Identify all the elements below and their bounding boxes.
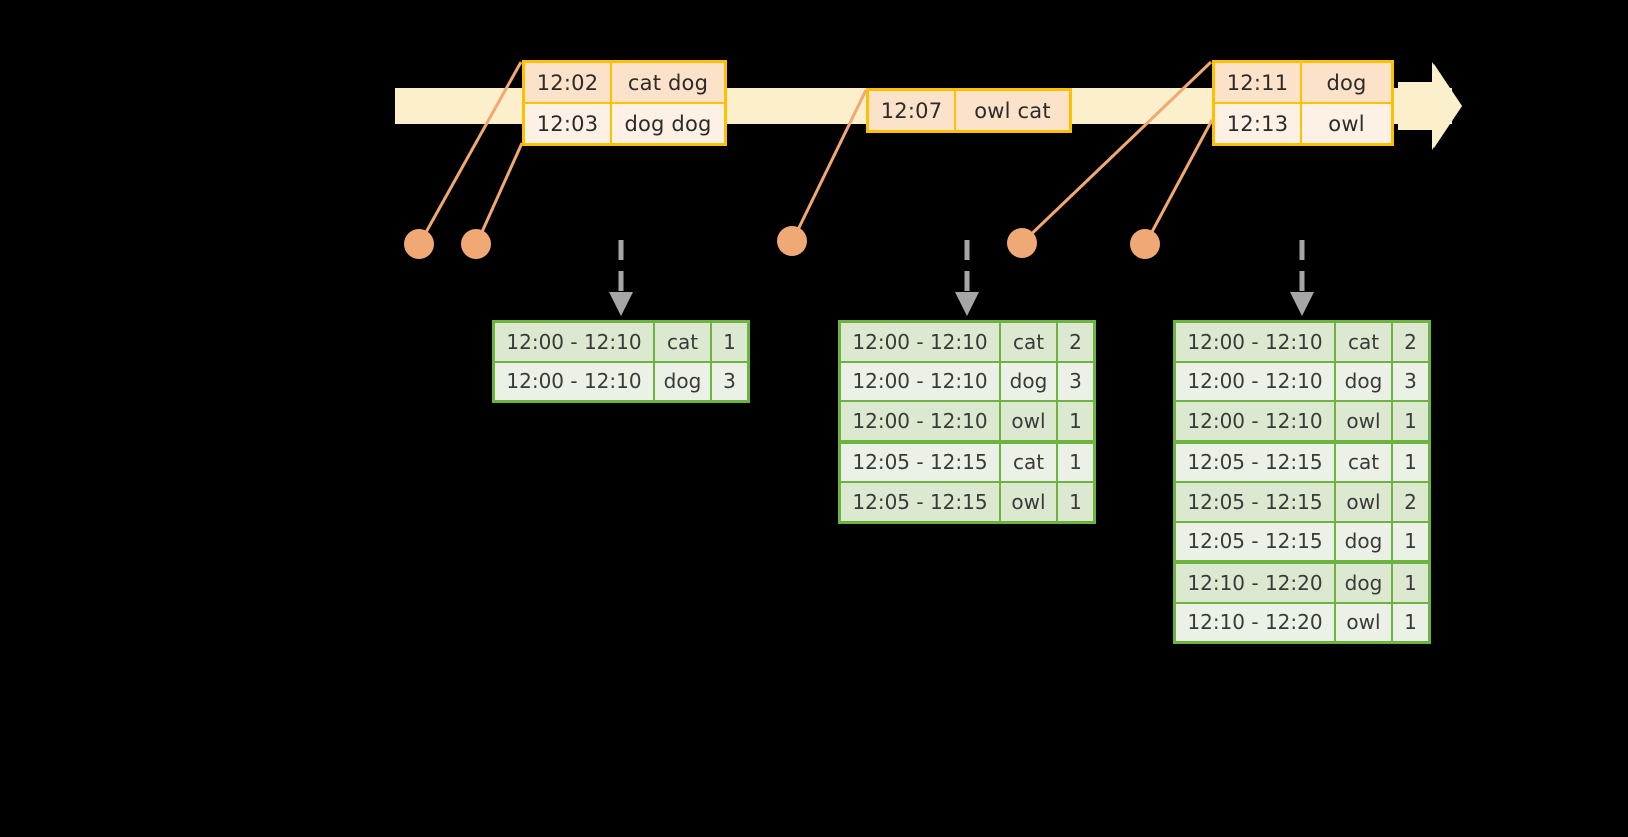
cell-count: 1 (710, 323, 747, 361)
cell-word: dog (1334, 362, 1391, 400)
cell-window: 12:00 - 12:10 (841, 323, 999, 361)
connector-line-1 (418, 61, 523, 244)
processing-marker-dot-5 (1130, 229, 1160, 259)
cell-window: 12:05 - 12:15 (1176, 443, 1334, 481)
event-row[interactable]: 12:07 owl cat (869, 91, 1069, 130)
event-time: 12:07 (869, 91, 954, 130)
event-words: dog (1300, 63, 1391, 102)
timeline-arrow-head (1398, 64, 1462, 148)
timeline-arrow-shape (1398, 62, 1462, 150)
event-row[interactable]: 12:03 dog dog (525, 102, 724, 143)
processing-marker-dot-3 (777, 226, 807, 256)
cell-word: cat (999, 443, 1056, 481)
cell-window: 12:00 - 12:10 (495, 323, 653, 361)
event-time: 12:11 (1215, 63, 1300, 102)
cell-word: dog (653, 362, 710, 400)
cell-window: 12:00 - 12:10 (495, 362, 653, 400)
cell-count: 1 (1391, 522, 1428, 560)
cell-count: 2 (1391, 483, 1428, 521)
event-box-2[interactable]: 12:07 owl cat (866, 88, 1072, 133)
event-words: dog dog (610, 104, 724, 143)
cell-window: 12:00 - 12:10 (841, 362, 999, 400)
cell-window: 12:05 - 12:15 (1176, 522, 1334, 560)
cell-window: 12:10 - 12:20 (1176, 603, 1334, 641)
cell-word: cat (653, 323, 710, 361)
cell-count: 1 (1056, 402, 1093, 440)
cell-count: 1 (1391, 402, 1428, 440)
event-time: 12:02 (525, 63, 610, 102)
connector-line-5 (1144, 119, 1214, 244)
event-box-1[interactable]: 12:02 cat dog 12:03 dog dog (522, 60, 727, 146)
processing-marker-dot-1 (404, 229, 434, 259)
event-row[interactable]: 12:13 owl (1215, 102, 1391, 143)
cell-word: cat (1334, 443, 1391, 481)
event-box-3[interactable]: 12:11 dog 12:13 owl (1212, 60, 1394, 146)
dashed-arrow-3 (1290, 240, 1314, 316)
cell-word: owl (1334, 402, 1391, 440)
cell-count: 1 (1391, 443, 1428, 481)
cell-count: 1 (1056, 443, 1093, 481)
cell-word: dog (1334, 522, 1391, 560)
cell-window: 12:00 - 12:10 (1176, 323, 1334, 361)
cell-word: owl (1334, 483, 1391, 521)
cell-window: 12:05 - 12:15 (1176, 483, 1334, 521)
cell-word: owl (1334, 603, 1391, 641)
cell-window: 12:05 - 12:15 (841, 443, 999, 481)
dashed-arrow-2 (955, 240, 979, 316)
cell-count: 3 (1056, 362, 1093, 400)
cell-count: 1 (1391, 564, 1428, 602)
cell-window: 12:00 - 12:10 (841, 402, 999, 440)
cell-word: owl (999, 402, 1056, 440)
cell-count: 1 (1056, 483, 1093, 521)
cell-count: 2 (1391, 323, 1428, 361)
processing-marker-dot-2 (461, 229, 491, 259)
event-words: owl cat (954, 91, 1069, 130)
event-row[interactable]: 12:02 cat dog (525, 63, 724, 102)
connector-line-2 (475, 142, 524, 244)
cell-window: 12:00 - 12:10 (1176, 362, 1334, 400)
connector-line-3 (791, 89, 868, 241)
cell-word: cat (999, 323, 1056, 361)
event-time: 12:03 (525, 104, 610, 143)
cell-count: 3 (1391, 362, 1428, 400)
cell-word: dog (1334, 564, 1391, 602)
cell-word: cat (1334, 323, 1391, 361)
event-words: cat dog (610, 63, 724, 102)
cell-count: 3 (710, 362, 747, 400)
cell-window: 12:10 - 12:20 (1176, 564, 1334, 602)
cell-word: dog (999, 362, 1056, 400)
dashed-arrow-1 (609, 240, 633, 316)
event-time: 12:13 (1215, 104, 1300, 143)
cell-count: 2 (1056, 323, 1093, 361)
cell-count: 1 (1391, 603, 1428, 641)
cell-word: owl (999, 483, 1056, 521)
event-words: owl (1300, 104, 1391, 143)
processing-marker-dot-4 (1007, 228, 1037, 258)
cell-window: 12:00 - 12:10 (1176, 402, 1334, 440)
cell-window: 12:05 - 12:15 (841, 483, 999, 521)
event-row[interactable]: 12:11 dog (1215, 63, 1391, 102)
